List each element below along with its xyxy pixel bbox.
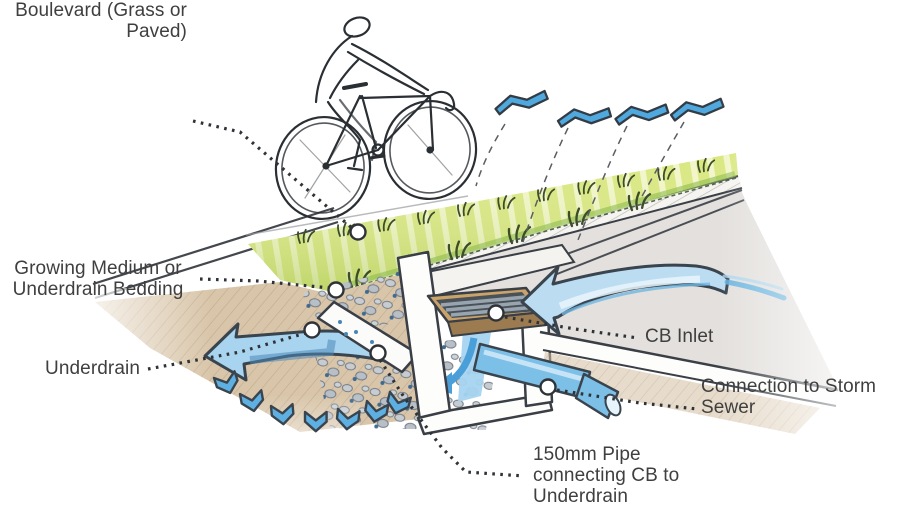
- cb-grate: [426, 286, 549, 338]
- marker-pipe-150mm: [369, 344, 387, 362]
- label-pipe-150mm: 150mm Pipe connecting CB to Underdrain: [533, 444, 679, 507]
- marker-cb-inlet: [487, 304, 505, 322]
- label-underdrain: Underdrain: [45, 358, 140, 379]
- leader-boulevard: [192, 119, 354, 230]
- rider: [314, 16, 430, 172]
- label-storm-sewer-line1: Connection to Storm: [701, 376, 877, 397]
- label-pipe-150mm-line3: Underdrain: [533, 486, 628, 507]
- catch-basin: [396, 243, 576, 436]
- leader-storm-sewer: [556, 388, 698, 411]
- marker-underdrain: [303, 321, 321, 339]
- label-cb-inlet: CB Inlet: [645, 326, 714, 347]
- label-storm-sewer: Connection to Storm Sewer: [701, 376, 876, 418]
- runoff-arrow: [493, 89, 550, 116]
- callout-leaders: [147, 119, 698, 478]
- rear-wheel: [274, 115, 372, 221]
- gutter-edge-line: [544, 189, 743, 263]
- bike-frame: [322, 82, 456, 170]
- runoff-flow-lines: [475, 121, 685, 243]
- runoff-arrow: [556, 107, 613, 128]
- helmet: [343, 16, 371, 38]
- label-growing-medium-line1: Growing Medium or: [14, 258, 182, 279]
- label-boulevard: Boulevard (Grass or Paved): [0, 0, 187, 42]
- gutter-edge-line: [551, 199, 745, 277]
- storm-sewer-pipe: [472, 342, 622, 420]
- marker-storm-sewer: [539, 378, 557, 396]
- gravel-bedding-lower: [315, 340, 498, 430]
- label-growing-medium-line2: Underdrain Bedding: [12, 279, 184, 300]
- label-boulevard-line1: Boulevard (Grass or: [15, 0, 187, 21]
- cyclist: [274, 16, 478, 221]
- label-pipe-150mm-line1: 150mm Pipe: [533, 444, 641, 465]
- leader-growing-medium: [199, 277, 331, 290]
- label-storm-sewer-line2: Sewer: [701, 397, 756, 418]
- label-pipe-150mm-line2: connecting CB to: [533, 465, 680, 486]
- marker-growing-medium: [327, 281, 345, 299]
- runoff-arrow: [613, 103, 670, 126]
- leader-pipe-150mm: [378, 359, 525, 478]
- label-growing-medium: Growing Medium or Underdrain Bedding: [2, 258, 194, 300]
- runoff-arrows: [475, 89, 726, 243]
- marker-boulevard: [349, 223, 367, 241]
- runoff-arrow: [669, 97, 726, 122]
- label-boulevard-line2: Paved): [126, 21, 187, 42]
- leader-cb-inlet: [504, 315, 639, 340]
- callout-markers: [303, 223, 557, 396]
